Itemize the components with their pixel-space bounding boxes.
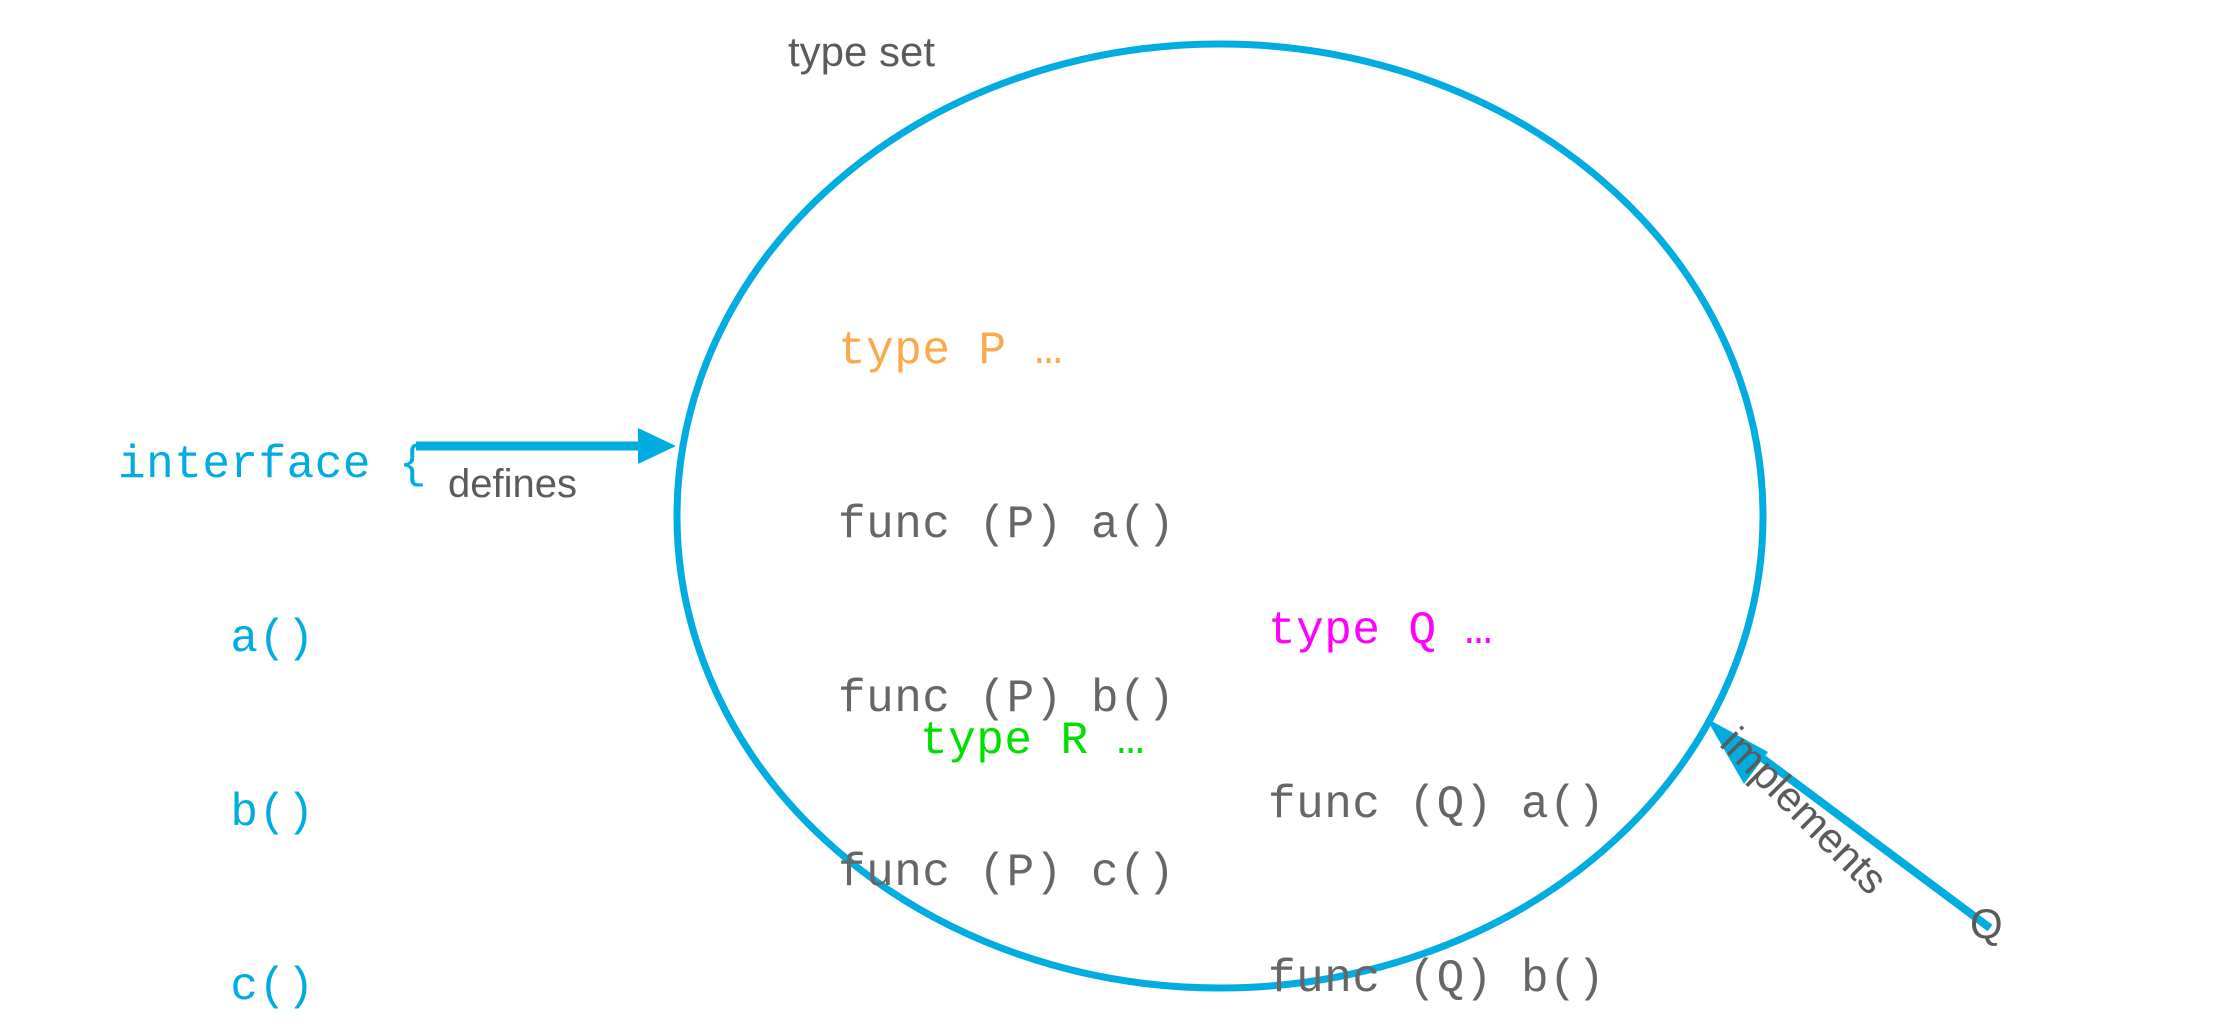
interface-line-0: interface {: [118, 439, 428, 491]
type-p-block: type P … func (P) a() func (P) b() func …: [838, 206, 1175, 1024]
defines-edge-label: defines: [448, 462, 577, 506]
type-p-method-3: func (P) d(): [838, 1018, 1175, 1024]
type-p-header: type P …: [838, 325, 1063, 377]
type-p-method-0: func (P) a(): [838, 499, 1176, 551]
type-q-method-1: func (Q) b(): [1268, 953, 1606, 1005]
interface-line-1: a(): [118, 613, 315, 665]
type-set-ellipse: [673, 40, 1767, 992]
implements-arrow-icon: [1706, 718, 1993, 932]
interface-line-2: b(): [118, 787, 315, 839]
type-p-method-1: func (P) b(): [838, 673, 1176, 725]
type-p-method-2: func (P) c(): [838, 847, 1176, 899]
type-q-header: type Q …: [1268, 605, 1493, 657]
type-q-block: type Q … func (Q) a() func (Q) b() func …: [1268, 486, 1605, 1024]
interface-code-block: interface { a() b() c() }: [118, 320, 427, 1024]
type-r-block: type R …: [920, 596, 1145, 886]
interface-line-3: c(): [118, 961, 315, 1013]
type-q-method-0: func (Q) a(): [1268, 779, 1606, 831]
type-set-label: type set: [788, 28, 936, 75]
defines-arrow-icon: [416, 428, 676, 464]
type-r-header: type R …: [920, 715, 1145, 767]
implements-source-label: Q: [1970, 900, 2003, 947]
